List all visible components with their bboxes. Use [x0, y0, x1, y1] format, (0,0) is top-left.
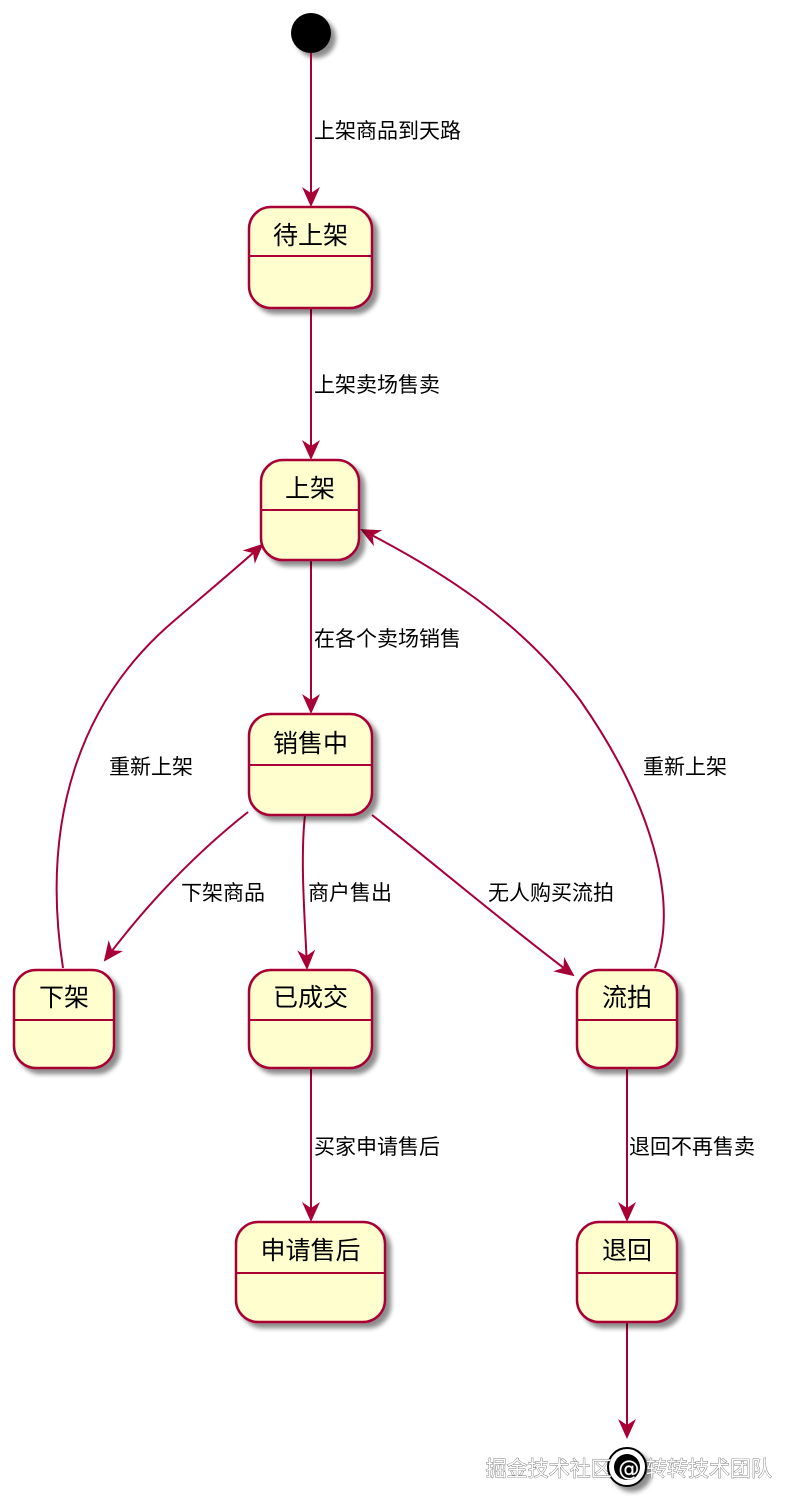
end-node: [607, 1447, 647, 1487]
label-pending-to-listed: 上架卖场售卖: [314, 373, 440, 397]
edge-selling-to-delisted: [103, 811, 249, 962]
state-listed: [259, 458, 361, 562]
label-listed-to-selling: 在各个卖场销售: [314, 627, 461, 651]
start-node: [291, 13, 331, 53]
state-listed-label: 上架: [285, 474, 335, 503]
label-selling-to-sold: 商户售出: [308, 881, 392, 905]
edge-delisted-to-listed: [55, 543, 264, 969]
label-selling-to-delisted: 下架商品: [181, 881, 265, 905]
state-delisted-label: 下架: [39, 983, 89, 1012]
state-sold: [247, 968, 374, 1070]
state-selling: [247, 712, 374, 817]
edge-selling-to-unsold: [371, 814, 575, 977]
state-returned-label: 退回: [602, 1236, 652, 1265]
state-after-sales: [234, 1220, 387, 1324]
label-unsold-to-returned: 退回不再售卖: [629, 1135, 755, 1159]
state-pending-label: 待上架: [273, 221, 348, 250]
state-unsold: [575, 968, 679, 1070]
state-returned: [575, 1220, 679, 1324]
edge-unsold-to-listed: [360, 529, 665, 969]
edge-selling-to-sold: [297, 814, 316, 970]
label-selling-to-unsold: 无人购买流拍: [488, 881, 614, 905]
state-delisted: [12, 968, 116, 1070]
label-unsold-to-listed: 重新上架: [643, 755, 727, 779]
label-start-to-pending: 上架商品到天路: [314, 119, 461, 143]
state-pending: [247, 205, 374, 310]
state-sold-label: 已成交: [273, 983, 348, 1012]
label-delisted-to-listed: 重新上架: [109, 755, 193, 779]
watermark: 掘金技术社区 @ 转转技术团队: [486, 1457, 772, 1481]
state-selling-label: 销售中: [273, 729, 348, 758]
state-unsold-label: 流拍: [602, 983, 652, 1012]
state-after-sales-label: 申请售后: [260, 1236, 360, 1265]
label-sold-to-after-sales: 买家申请售后: [314, 1135, 440, 1159]
